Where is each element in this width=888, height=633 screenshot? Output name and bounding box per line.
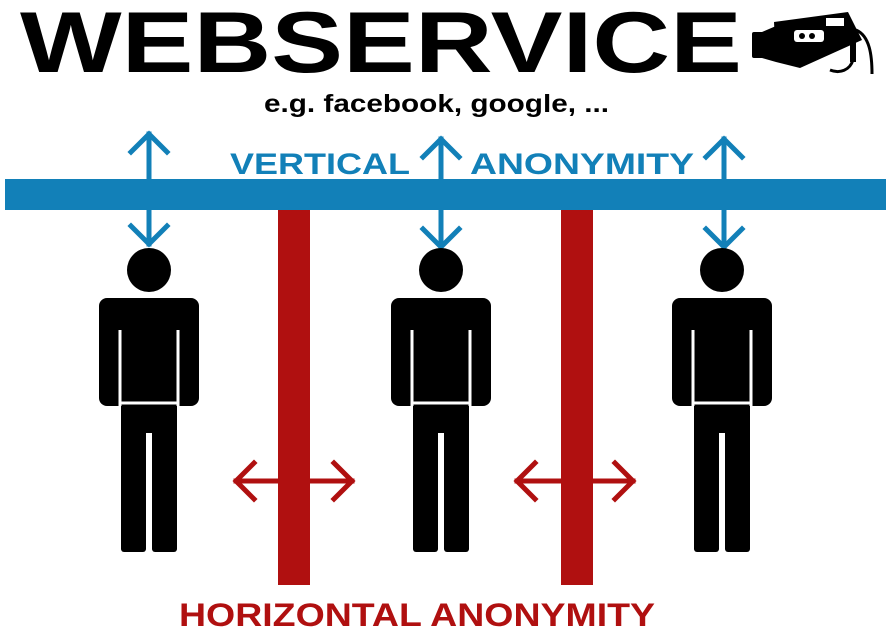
title: WEBSERVICE [20, 0, 742, 91]
privacy-wall-2 [561, 207, 593, 585]
webservice-bar [5, 179, 886, 210]
person-icon [391, 248, 491, 552]
surveillance-camera-icon [752, 12, 874, 75]
horizontal-label: HORIZONTAL ANONYMITY [179, 597, 655, 633]
horizontal-arrow-2 [513, 459, 637, 503]
vertical-label-1: VERTICAL [230, 148, 410, 181]
subtitle: e.g. facebook, google, ... [264, 90, 609, 118]
vertical-label-2: ANONYMITY [470, 148, 694, 181]
horizontal-arrow-1 [232, 459, 356, 503]
person-icon [99, 248, 199, 552]
vertical-arrow-2 [419, 135, 463, 251]
person-icon [672, 248, 772, 552]
vertical-arrow-3 [702, 135, 746, 251]
privacy-wall-1 [278, 207, 310, 585]
vertical-arrow-1 [127, 130, 171, 248]
